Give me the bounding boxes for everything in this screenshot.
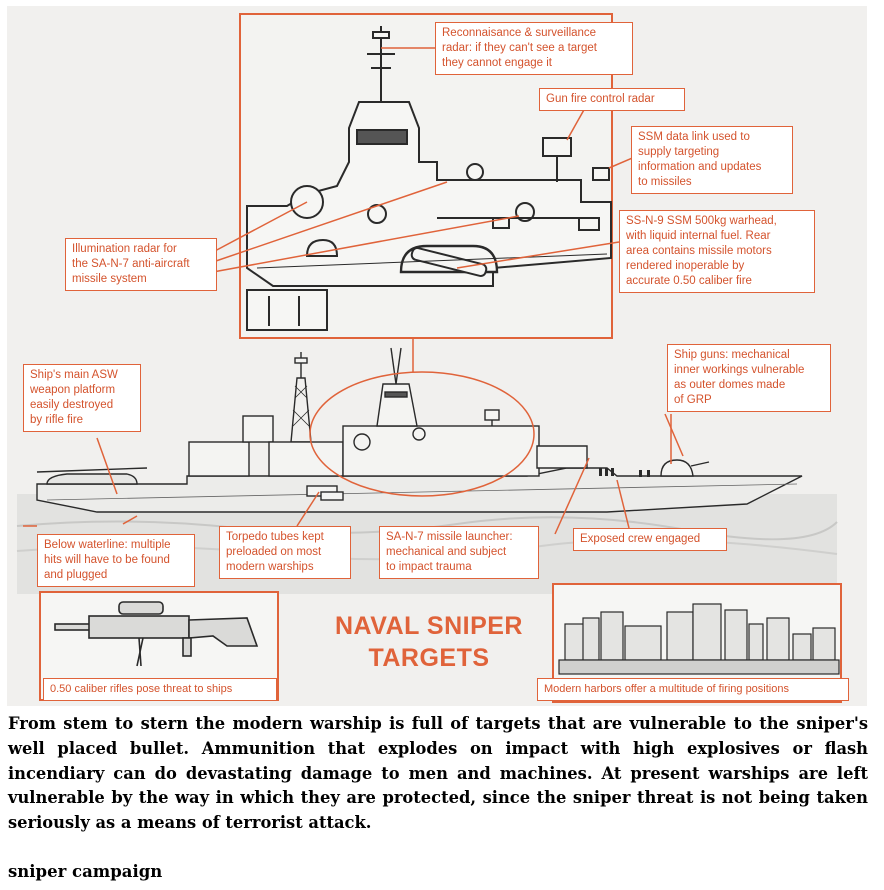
footer-label: sniper campaign: [8, 862, 163, 881]
callout-ssm-data-link: SSM data link used to supply targeting i…: [631, 126, 793, 194]
callout-ship-guns: Ship guns: mechanical inner workings vul…: [667, 344, 831, 412]
warship-full-view: [36, 347, 803, 513]
callout-harbors: Modern harbors offer a multitude of firi…: [537, 678, 849, 701]
rifle-illustration: [54, 601, 259, 667]
callout-san7-launcher: SA-N-7 missile launcher: mechanical and …: [379, 526, 539, 579]
callout-gun-fire-control-radar: Gun fire control radar: [539, 88, 685, 111]
callout-exposed-crew: Exposed crew engaged: [573, 528, 727, 551]
ship-illustration: [16, 13, 842, 703]
callout-asw-platform: Ship's main ASW weapon platform easily d…: [23, 364, 141, 432]
callout-leader-lines: [23, 47, 684, 535]
callout-ssn9-ssm: SS-N-9 SSM 500kg warhead, with liquid in…: [619, 210, 815, 293]
callout-illumination-radar: Illumination radar for the SA-N-7 anti-a…: [65, 238, 217, 291]
warship-detail-view: [246, 26, 612, 331]
figure-caption: From stem to stern the modern warship is…: [8, 714, 868, 833]
diagram-title: NAVAL SNIPER TARGETS: [335, 612, 523, 672]
callout-below-waterline: Below waterline: multiple hits will have…: [37, 534, 195, 587]
detail-highlight-ellipse: [309, 371, 535, 497]
helicopter: [36, 467, 148, 485]
crew-figures: [599, 468, 650, 477]
callout-rifles: 0.50 caliber rifles pose threat to ships: [43, 678, 277, 701]
callout-torpedo-tubes: Torpedo tubes kept preloaded on most mod…: [219, 526, 351, 579]
harbor-illustration: [558, 603, 840, 675]
naval-sniper-targets-figure: Reconnaisance & surveillance radar: if t…: [7, 6, 867, 706]
callout-recon-radar: Reconnaisance & surveillance radar: if t…: [435, 22, 633, 75]
